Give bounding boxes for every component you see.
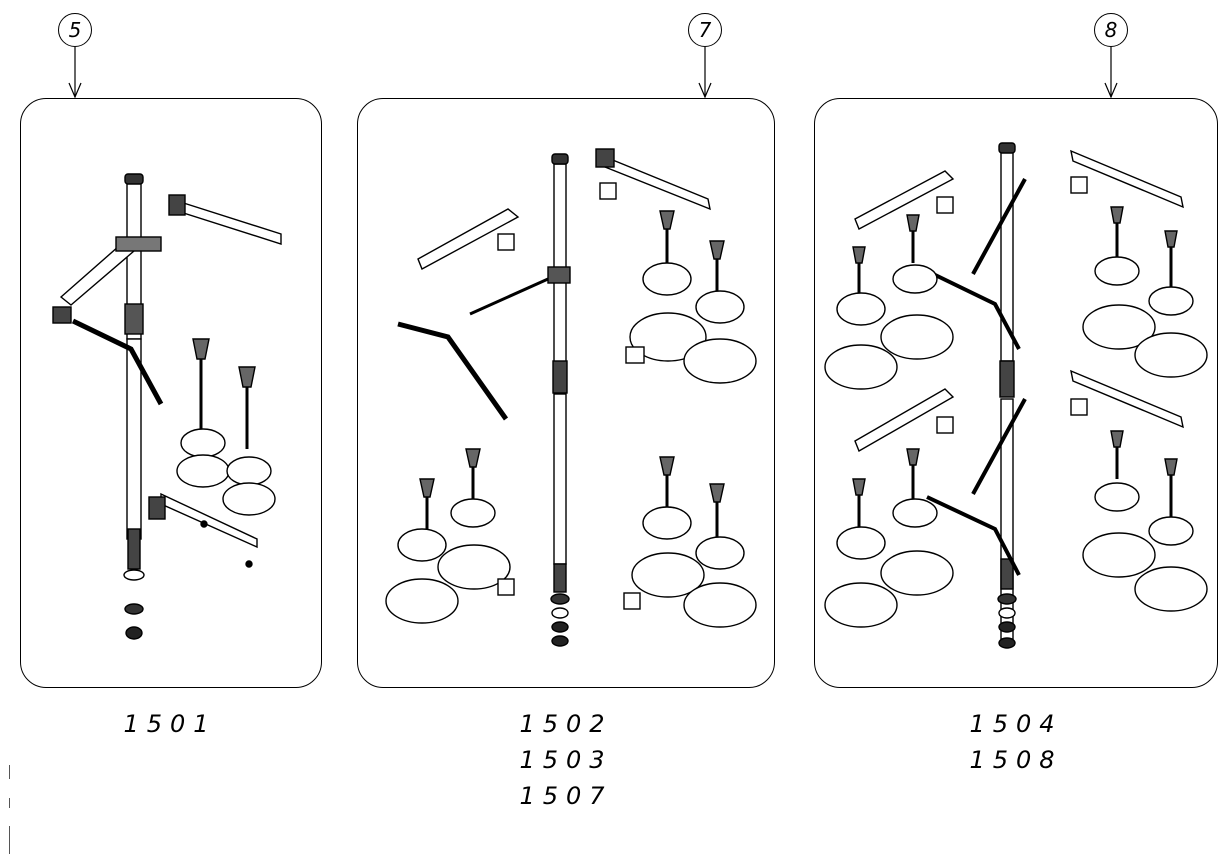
model-numbers-panel-1: 1501 (70, 706, 270, 742)
model-number: 1502 (519, 710, 613, 738)
model-number: 1503 (519, 746, 613, 774)
callout-label: 5 (68, 18, 82, 42)
callout-5: 5 (58, 13, 92, 47)
model-number: 1507 (519, 782, 613, 810)
margin-tick (9, 826, 10, 854)
margin-tick (9, 798, 10, 808)
leader-arrow (1104, 47, 1118, 99)
model-number: 1504 (969, 710, 1063, 738)
model-numbers-panel-3: 1504 1508 (896, 706, 1136, 778)
leader-arrow (698, 47, 712, 99)
exploded-view-drawing (52, 173, 282, 640)
exploded-view-drawing (385, 148, 757, 647)
callout-8: 8 (1094, 13, 1128, 47)
leader-arrow (68, 47, 82, 99)
panel-1502-1503-1507 (357, 98, 775, 688)
model-number: 1501 (123, 710, 217, 738)
margin-tick (9, 765, 10, 779)
callout-label: 8 (1104, 18, 1118, 42)
model-numbers-panel-2: 1502 1503 1507 (446, 706, 686, 814)
panel-1501 (20, 98, 322, 688)
callout-label: 7 (698, 18, 712, 42)
model-number: 1508 (969, 746, 1063, 774)
callout-7: 7 (688, 13, 722, 47)
exploded-view-drawing (824, 142, 1208, 649)
panel-1504-1508 (814, 98, 1218, 688)
